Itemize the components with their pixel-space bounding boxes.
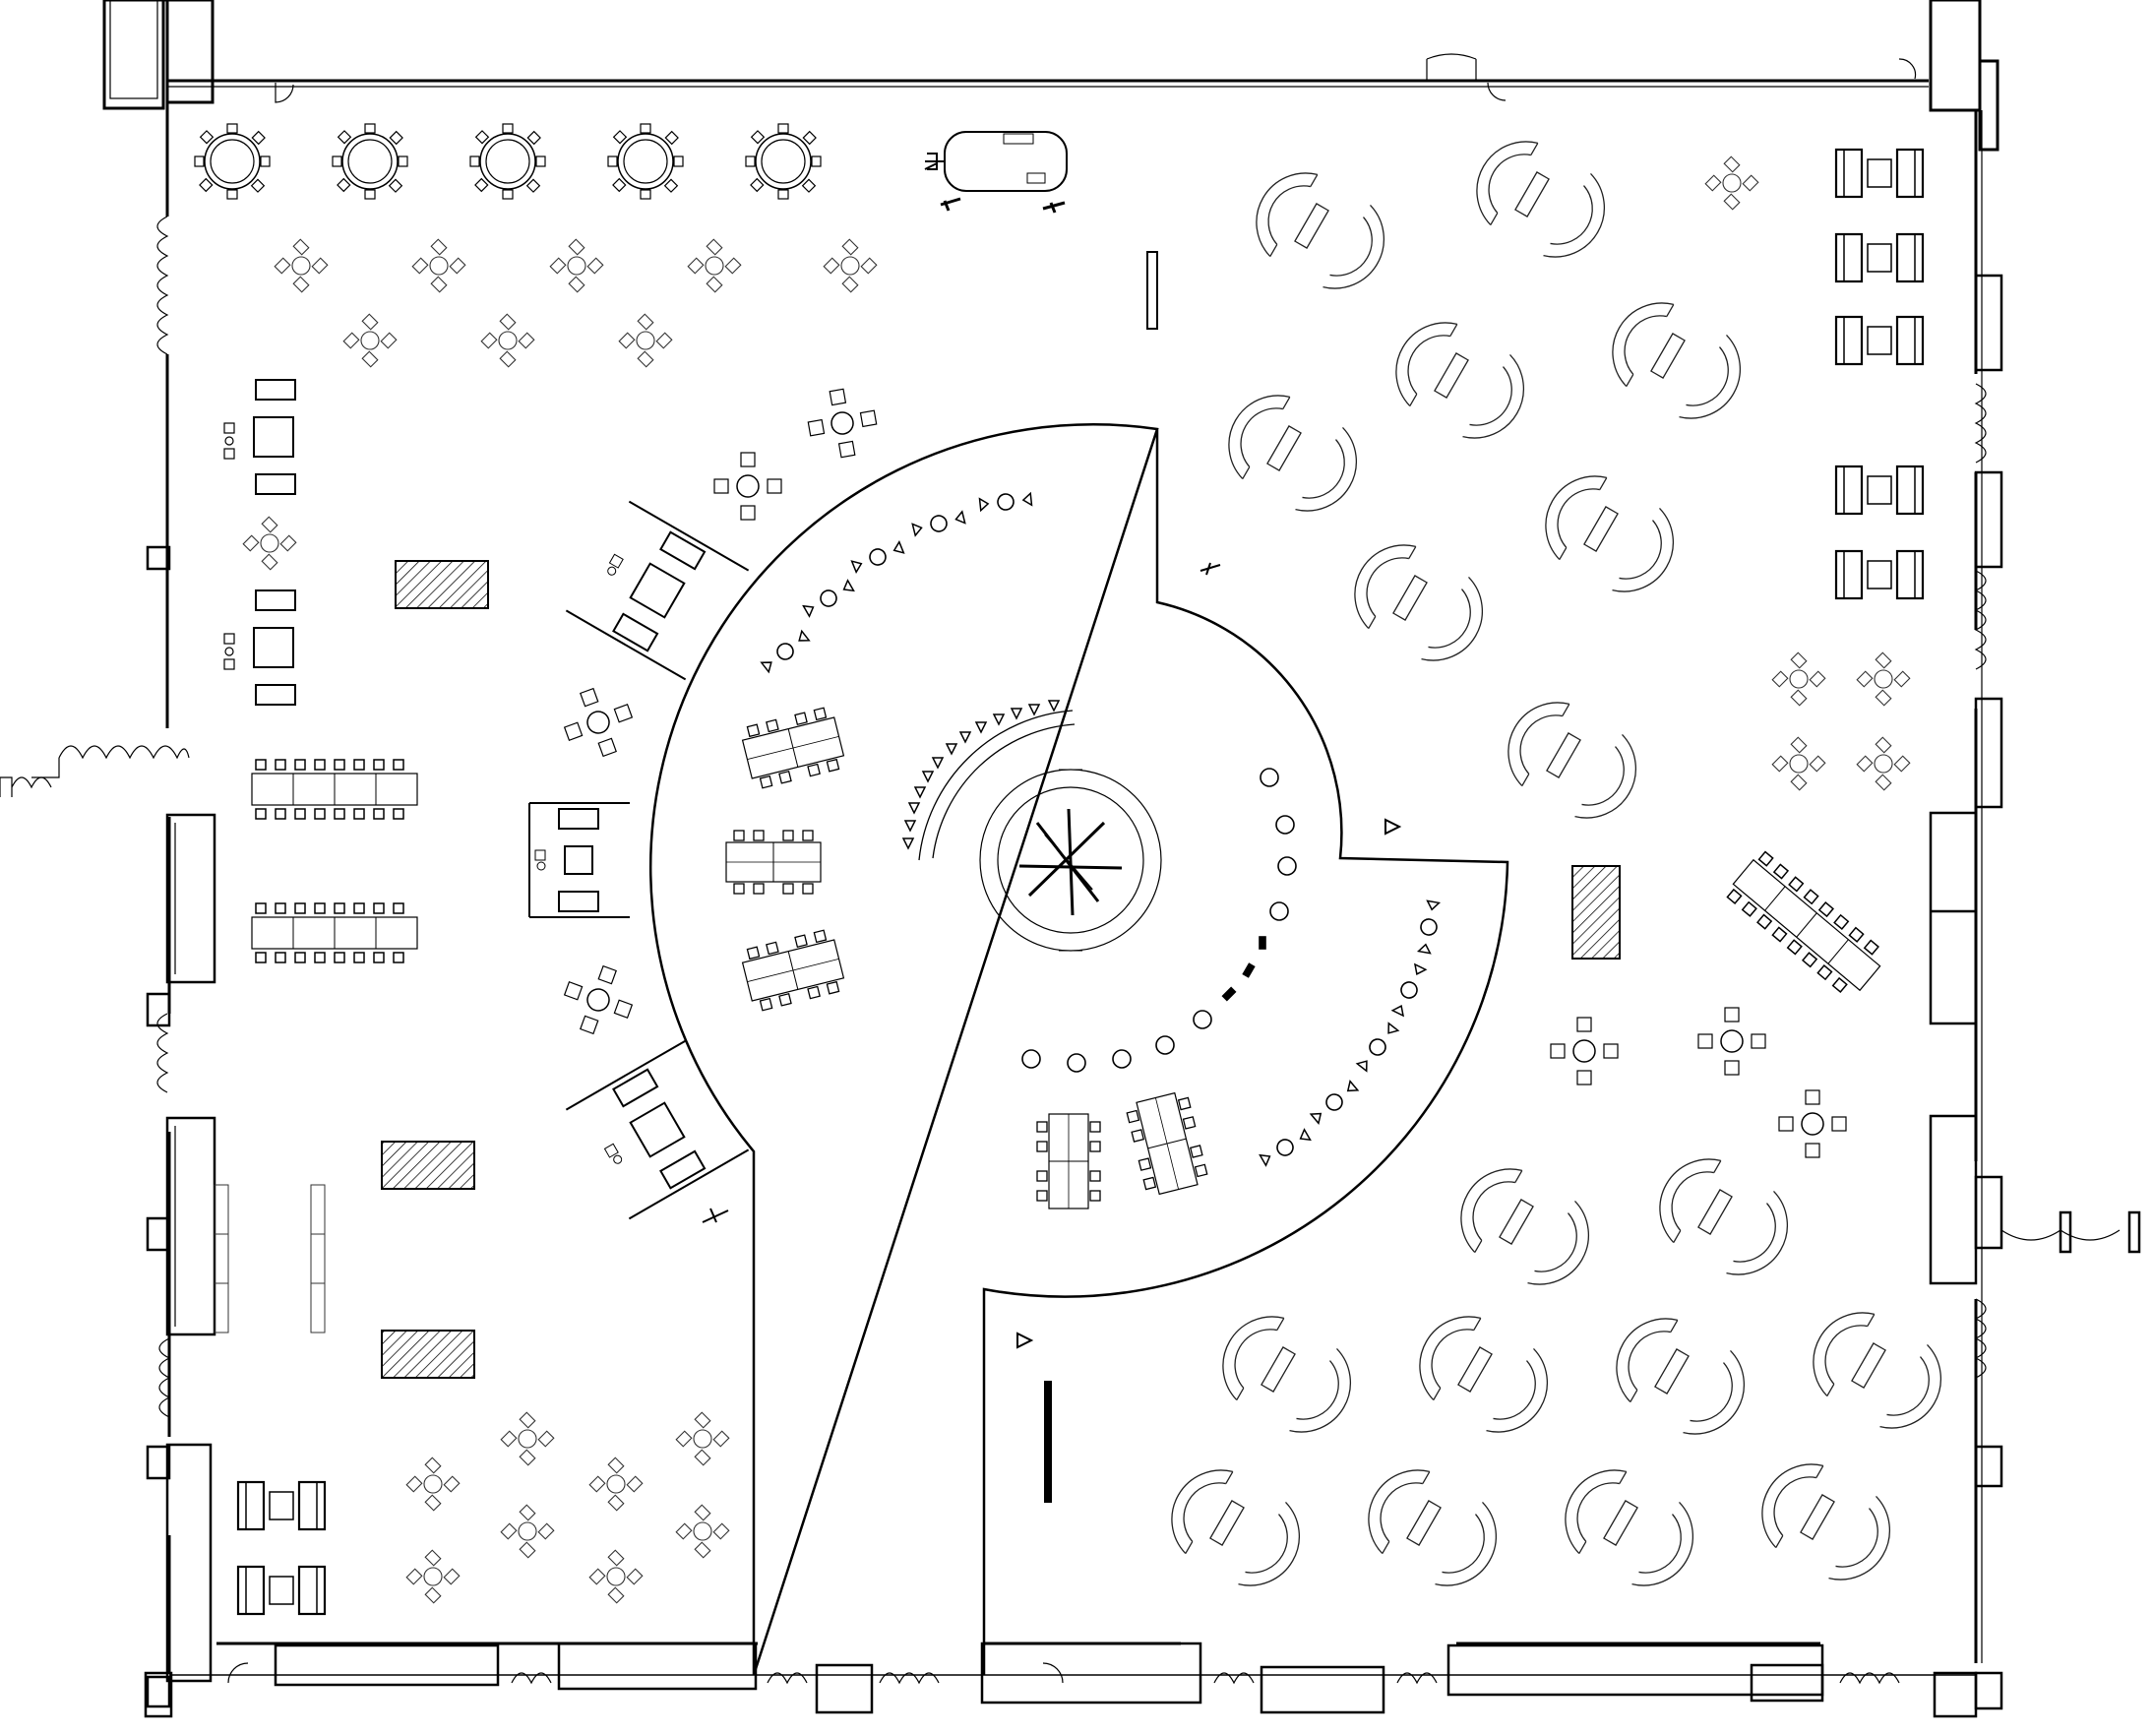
stage-marker-icon (1016, 1333, 1032, 1348)
centerpiece (979, 769, 1162, 952)
highboy-clusters-top (242, 238, 878, 571)
bottom-wall-bays (144, 1642, 1978, 1718)
crescent-seating-icon (1210, 378, 1375, 528)
hatched-block-icon (381, 1330, 475, 1379)
crescent-seating (1153, 124, 1959, 1603)
central-stage-outline (648, 423, 1509, 1676)
stage-banquet-tables (725, 705, 1210, 1209)
left-booths (236, 1480, 327, 1616)
round-table-icon (607, 123, 684, 200)
vehicle-display (924, 131, 1068, 214)
lounge-set-icon (223, 379, 296, 495)
crescent-seating-icon (1401, 1299, 1566, 1450)
left-banquet-tables (251, 759, 418, 963)
crescent-seating-icon (1744, 1447, 1908, 1597)
crescent-seating-icon (1795, 1295, 1959, 1446)
round-tables (194, 123, 822, 200)
crescent-seating-icon (1378, 305, 1542, 456)
highboy-clusters-bottom-left (405, 1411, 730, 1604)
crescent-seating-icon (1490, 685, 1654, 836)
crescent-seating-icon (1204, 1299, 1369, 1450)
stanchions (702, 251, 1221, 1503)
hatched-block-icon (1571, 865, 1621, 960)
vehicle-icon (924, 131, 1068, 214)
hatched-block-icon (395, 560, 489, 609)
crescent-seating-icon (1527, 459, 1692, 609)
right-highboys (1704, 155, 1911, 791)
left-lounge-sets (223, 379, 296, 706)
stage-riser (901, 700, 1076, 861)
right-booths (1834, 148, 1925, 600)
round-table-icon (469, 123, 546, 200)
round-table-icon (745, 123, 822, 200)
round-table-icon (332, 123, 408, 200)
right-wall-bays (1929, 274, 2003, 1710)
crescent-seating-icon (1153, 1453, 1318, 1603)
crescent-seating-icon (1443, 1151, 1607, 1302)
bar-stools (1021, 768, 1297, 1073)
crescent-seating-icon (1547, 1453, 1711, 1603)
right-curtain-draping (1974, 383, 2141, 1379)
crescent-seating-icon (1458, 124, 1623, 275)
crescent-seating-icon (1594, 285, 1758, 436)
crescent-seating-icon (1598, 1301, 1762, 1452)
stage-side-lounges (528, 500, 750, 1220)
lounge-set-icon (223, 589, 296, 706)
hatched-blocks (381, 560, 1621, 1379)
bottom-doors (227, 53, 1917, 1685)
diamond-seat-sets (554, 383, 1847, 1158)
left-curtain-draping (0, 216, 190, 1418)
centerpiece-star-icon (1018, 808, 1123, 916)
round-table-icon (194, 123, 271, 200)
crescent-seating-icon (1350, 1453, 1514, 1603)
left-display-racks (214, 1184, 326, 1333)
right-angled-banquet (1723, 848, 1890, 1002)
crescent-seating-icon (1641, 1142, 1806, 1292)
cocktail-rail-upper (759, 490, 1033, 675)
stage-marker-icon (1384, 819, 1400, 835)
crescent-seating-icon (1238, 155, 1402, 306)
left-wall-bays (146, 545, 216, 1708)
crescent-seating-icon (1336, 527, 1501, 678)
hatched-block-icon (381, 1141, 475, 1190)
